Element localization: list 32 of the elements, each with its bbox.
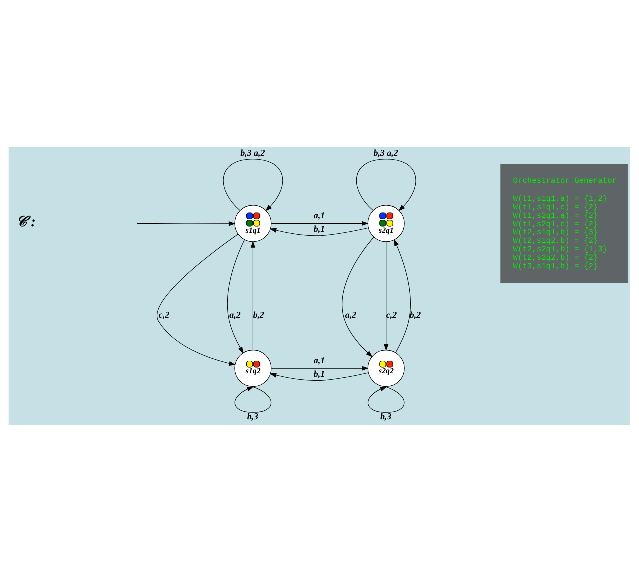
edge-label: a,1 [314,355,326,366]
edge-label: b,1 [314,224,326,234]
node-circle: s1q2 [234,350,272,388]
edge-label: b,3 [247,411,259,422]
edge-label: b,2 [253,310,264,320]
arrow [271,221,369,226]
arrow [138,222,236,226]
edge-label: b,3 a,2 [374,148,398,158]
edge-label: c,2 [158,310,170,320]
edge-label: a,2 [230,310,241,320]
arrow [384,242,389,352]
edge-label: b,3 [380,411,392,422]
arrow [250,241,256,351]
arrow [223,159,284,212]
edge-label: b,3 a,2 [240,148,266,158]
edge-label: c,2 [386,310,398,320]
arrow [356,159,416,212]
arrow [368,386,405,413]
arrow [234,386,272,413]
arrow [270,372,369,382]
label: 𝒞 : [16,214,36,231]
arrow [157,234,239,366]
arrow [394,239,411,354]
arrow [270,228,369,236]
edge-label: b,1 [314,368,326,379]
edge-label: a,1 [314,210,326,221]
arrow [227,240,246,354]
arrow [271,366,369,371]
edge-label: a,2 [345,310,357,320]
arrow [342,237,374,358]
node-circle: s2q2 [368,350,405,388]
edge-label: b,2 [410,310,422,320]
